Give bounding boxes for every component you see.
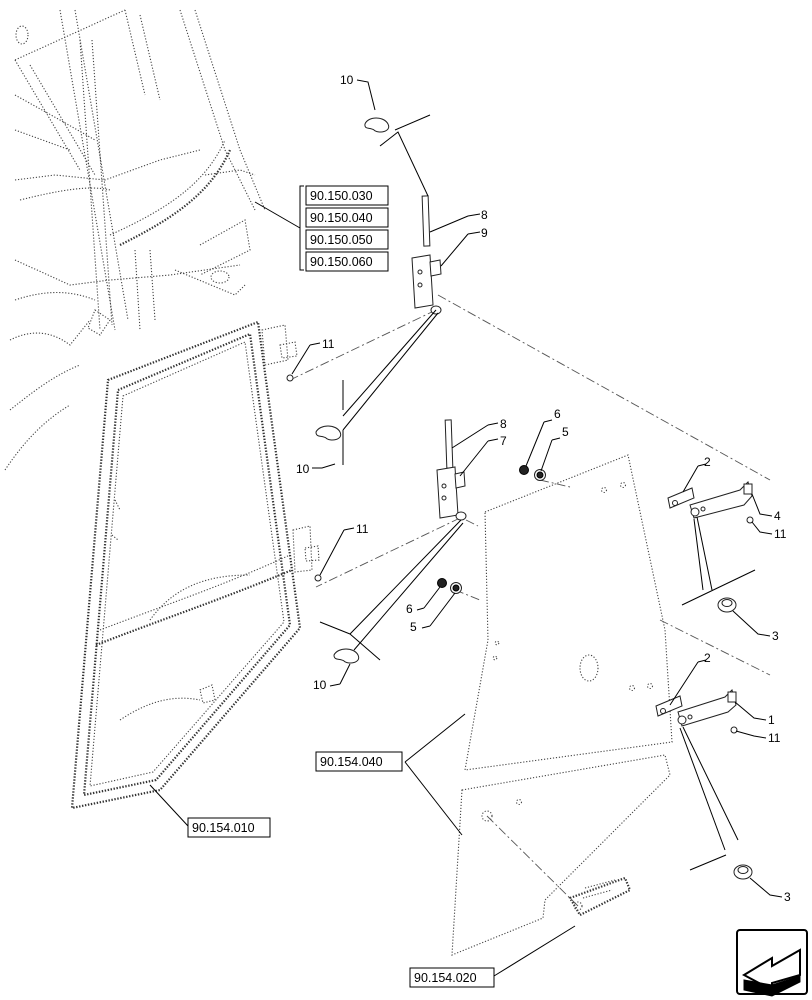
glass-hinge-upper	[689, 481, 754, 524]
callout-2-lower: 2	[704, 651, 711, 665]
ref-90-150-060: 90.150.060	[310, 255, 373, 269]
callout-8-top: 8	[481, 208, 488, 222]
washer-6-upper	[519, 465, 529, 475]
clip-top	[364, 117, 390, 133]
callout-11-lower-right: 11	[768, 731, 781, 745]
callout-10-mid: 10	[296, 462, 310, 476]
bolt-upper	[717, 597, 737, 613]
clip-mid	[315, 425, 342, 441]
door-handle	[568, 876, 632, 917]
callout-6-lower: 6	[406, 602, 413, 616]
lower-door-hinge	[436, 466, 467, 521]
washer-6-lower	[437, 578, 447, 588]
callout-7: 7	[500, 434, 507, 448]
centerlines	[289, 294, 771, 907]
upper-door-hinge	[411, 254, 442, 315]
door-frame	[70, 320, 320, 810]
callout-5-upper: 5	[562, 425, 569, 439]
ref-door-handle[interactable]: 90.154.020	[409, 967, 495, 988]
callout-11-upper-left: 11	[322, 337, 335, 351]
callout-labels: 10 8 9 11 10 8 7 6 5 11 6 5 10 2 4 11 3 …	[296, 73, 791, 904]
ref-90-154-040: 90.154.040	[320, 755, 383, 769]
callout-2-upper: 2	[704, 455, 711, 469]
arrow-icon[interactable]	[736, 929, 808, 997]
washer-11-lower	[314, 574, 322, 582]
door-glass-panel	[451, 454, 673, 956]
ref-90-154-010: 90.154.010	[192, 821, 255, 835]
callout-1: 1	[768, 713, 775, 727]
ref-door-glass[interactable]: 90.154.040	[315, 751, 403, 772]
bolt-lower	[733, 864, 753, 880]
callout-3-lower: 3	[784, 890, 791, 904]
callout-10-top: 10	[340, 73, 354, 87]
ref-group-cab: 90.150.030 90.150.040 90.150.050 90.150.…	[305, 185, 389, 272]
callout-8-mid: 8	[500, 417, 507, 431]
callout-3-upper: 3	[772, 629, 779, 643]
glass-hinge-lower	[677, 689, 738, 734]
callout-11-upper-right: 11	[774, 527, 787, 541]
ref-90-150-030: 90.150.030	[310, 189, 373, 203]
washer-5-upper-inner	[536, 471, 544, 479]
ref-90-150-040: 90.150.040	[310, 211, 373, 225]
upper-pin	[421, 195, 431, 247]
plate-lower	[655, 695, 683, 717]
clip-bottom	[333, 648, 360, 664]
washer-5-lower-inner	[452, 584, 460, 592]
callout-6-upper: 6	[554, 407, 561, 421]
callout-9: 9	[481, 226, 488, 240]
cab-structure	[4, 9, 266, 471]
callout-11-lower-left: 11	[356, 522, 369, 536]
callout-5-lower: 5	[410, 620, 417, 634]
plate-upper	[667, 487, 695, 509]
leader-lines	[149, 79, 783, 977]
washer-11-upper	[286, 374, 294, 382]
ref-door-frame[interactable]: 90.154.010	[187, 817, 271, 838]
callout-10-bottom: 10	[313, 678, 327, 692]
middle-pin	[444, 419, 454, 469]
ref-90-154-020: 90.154.020	[414, 971, 477, 985]
ref-90-150-050: 90.150.050	[310, 233, 373, 247]
callout-4: 4	[774, 509, 781, 523]
